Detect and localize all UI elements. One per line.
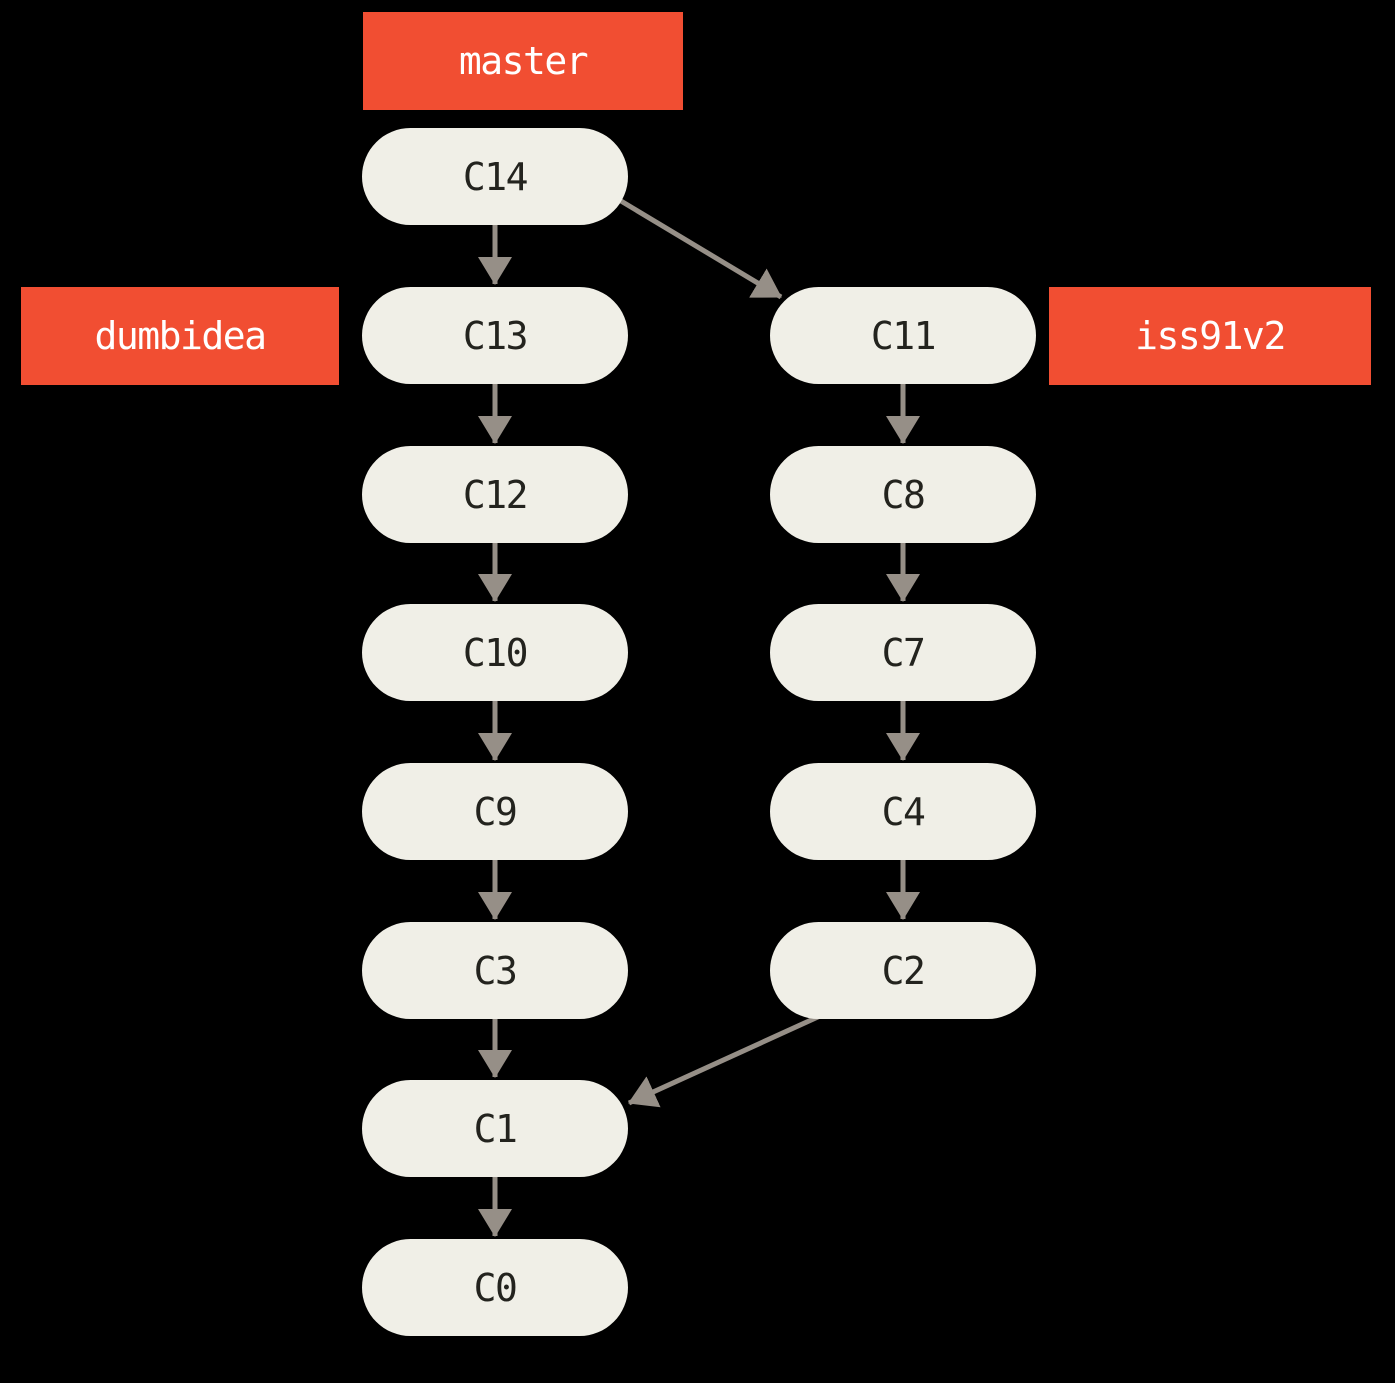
commit-node-label: C0: [473, 1265, 518, 1310]
commit-node-C14: C14: [362, 128, 628, 225]
edge-C14-C11: [614, 195, 783, 300]
commit-node-label: C4: [881, 789, 926, 834]
commit-node-label: C13: [462, 313, 529, 358]
commit-node-label: C11: [870, 313, 937, 358]
commit-node-C2: C2: [770, 922, 1036, 1019]
commit-node-label: C8: [881, 472, 926, 517]
branch-label-iss91v2: iss91v2: [1049, 287, 1371, 385]
commit-node-C10: C10: [362, 604, 628, 701]
branch-label-dumbidea: dumbidea: [21, 287, 339, 385]
commit-node-label: C2: [881, 948, 926, 993]
commit-node-label: C3: [473, 948, 518, 993]
edge-C2-C1: [627, 1013, 822, 1108]
commit-node-C7: C7: [770, 604, 1036, 701]
commit-node-C8: C8: [770, 446, 1036, 543]
commit-node-C0: C0: [362, 1239, 628, 1336]
commit-node-C4: C4: [770, 763, 1036, 860]
branch-label-master: master: [363, 12, 683, 110]
branch-label-text: dumbidea: [94, 314, 267, 358]
commit-node-C12: C12: [362, 446, 628, 543]
commit-node-C11: C11: [770, 287, 1036, 384]
commit-node-label: C10: [462, 630, 529, 675]
commit-node-label: C9: [473, 789, 518, 834]
commit-node-label: C1: [473, 1106, 518, 1151]
commit-node-C3: C3: [362, 922, 628, 1019]
commit-node-label: C12: [462, 472, 529, 517]
commit-node-C13: C13: [362, 287, 628, 384]
branch-label-text: iss91v2: [1135, 314, 1286, 358]
commit-node-C1: C1: [362, 1080, 628, 1177]
commit-node-label: C7: [881, 630, 926, 675]
commit-node-C9: C9: [362, 763, 628, 860]
commit-node-label: C14: [462, 154, 529, 199]
branch-label-text: master: [458, 39, 589, 83]
